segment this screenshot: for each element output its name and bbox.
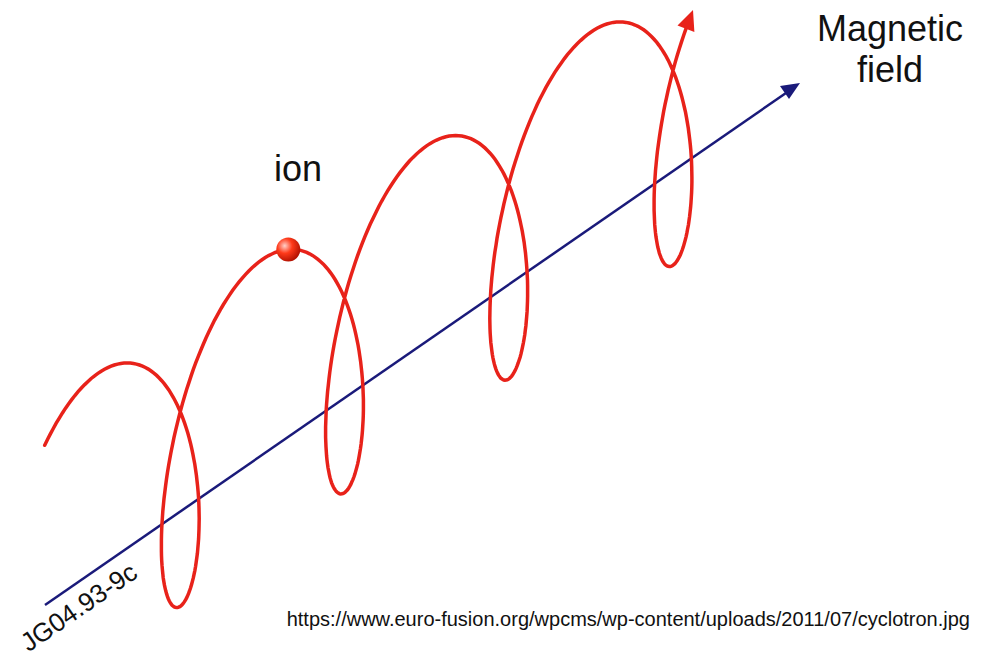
field-arrowhead bbox=[780, 83, 800, 99]
particle-label: ion bbox=[274, 148, 322, 189]
axis-label: Magnetic field bbox=[800, 8, 980, 91]
figure-code: JG04.93-9c bbox=[16, 557, 144, 658]
ion-sphere bbox=[276, 237, 300, 261]
field-line bbox=[45, 93, 786, 605]
source-url: https://www.euro-fusion.org/wpcms/wp-con… bbox=[287, 608, 970, 631]
helix-path bbox=[45, 16, 692, 608]
helix-arrowhead bbox=[678, 10, 695, 32]
